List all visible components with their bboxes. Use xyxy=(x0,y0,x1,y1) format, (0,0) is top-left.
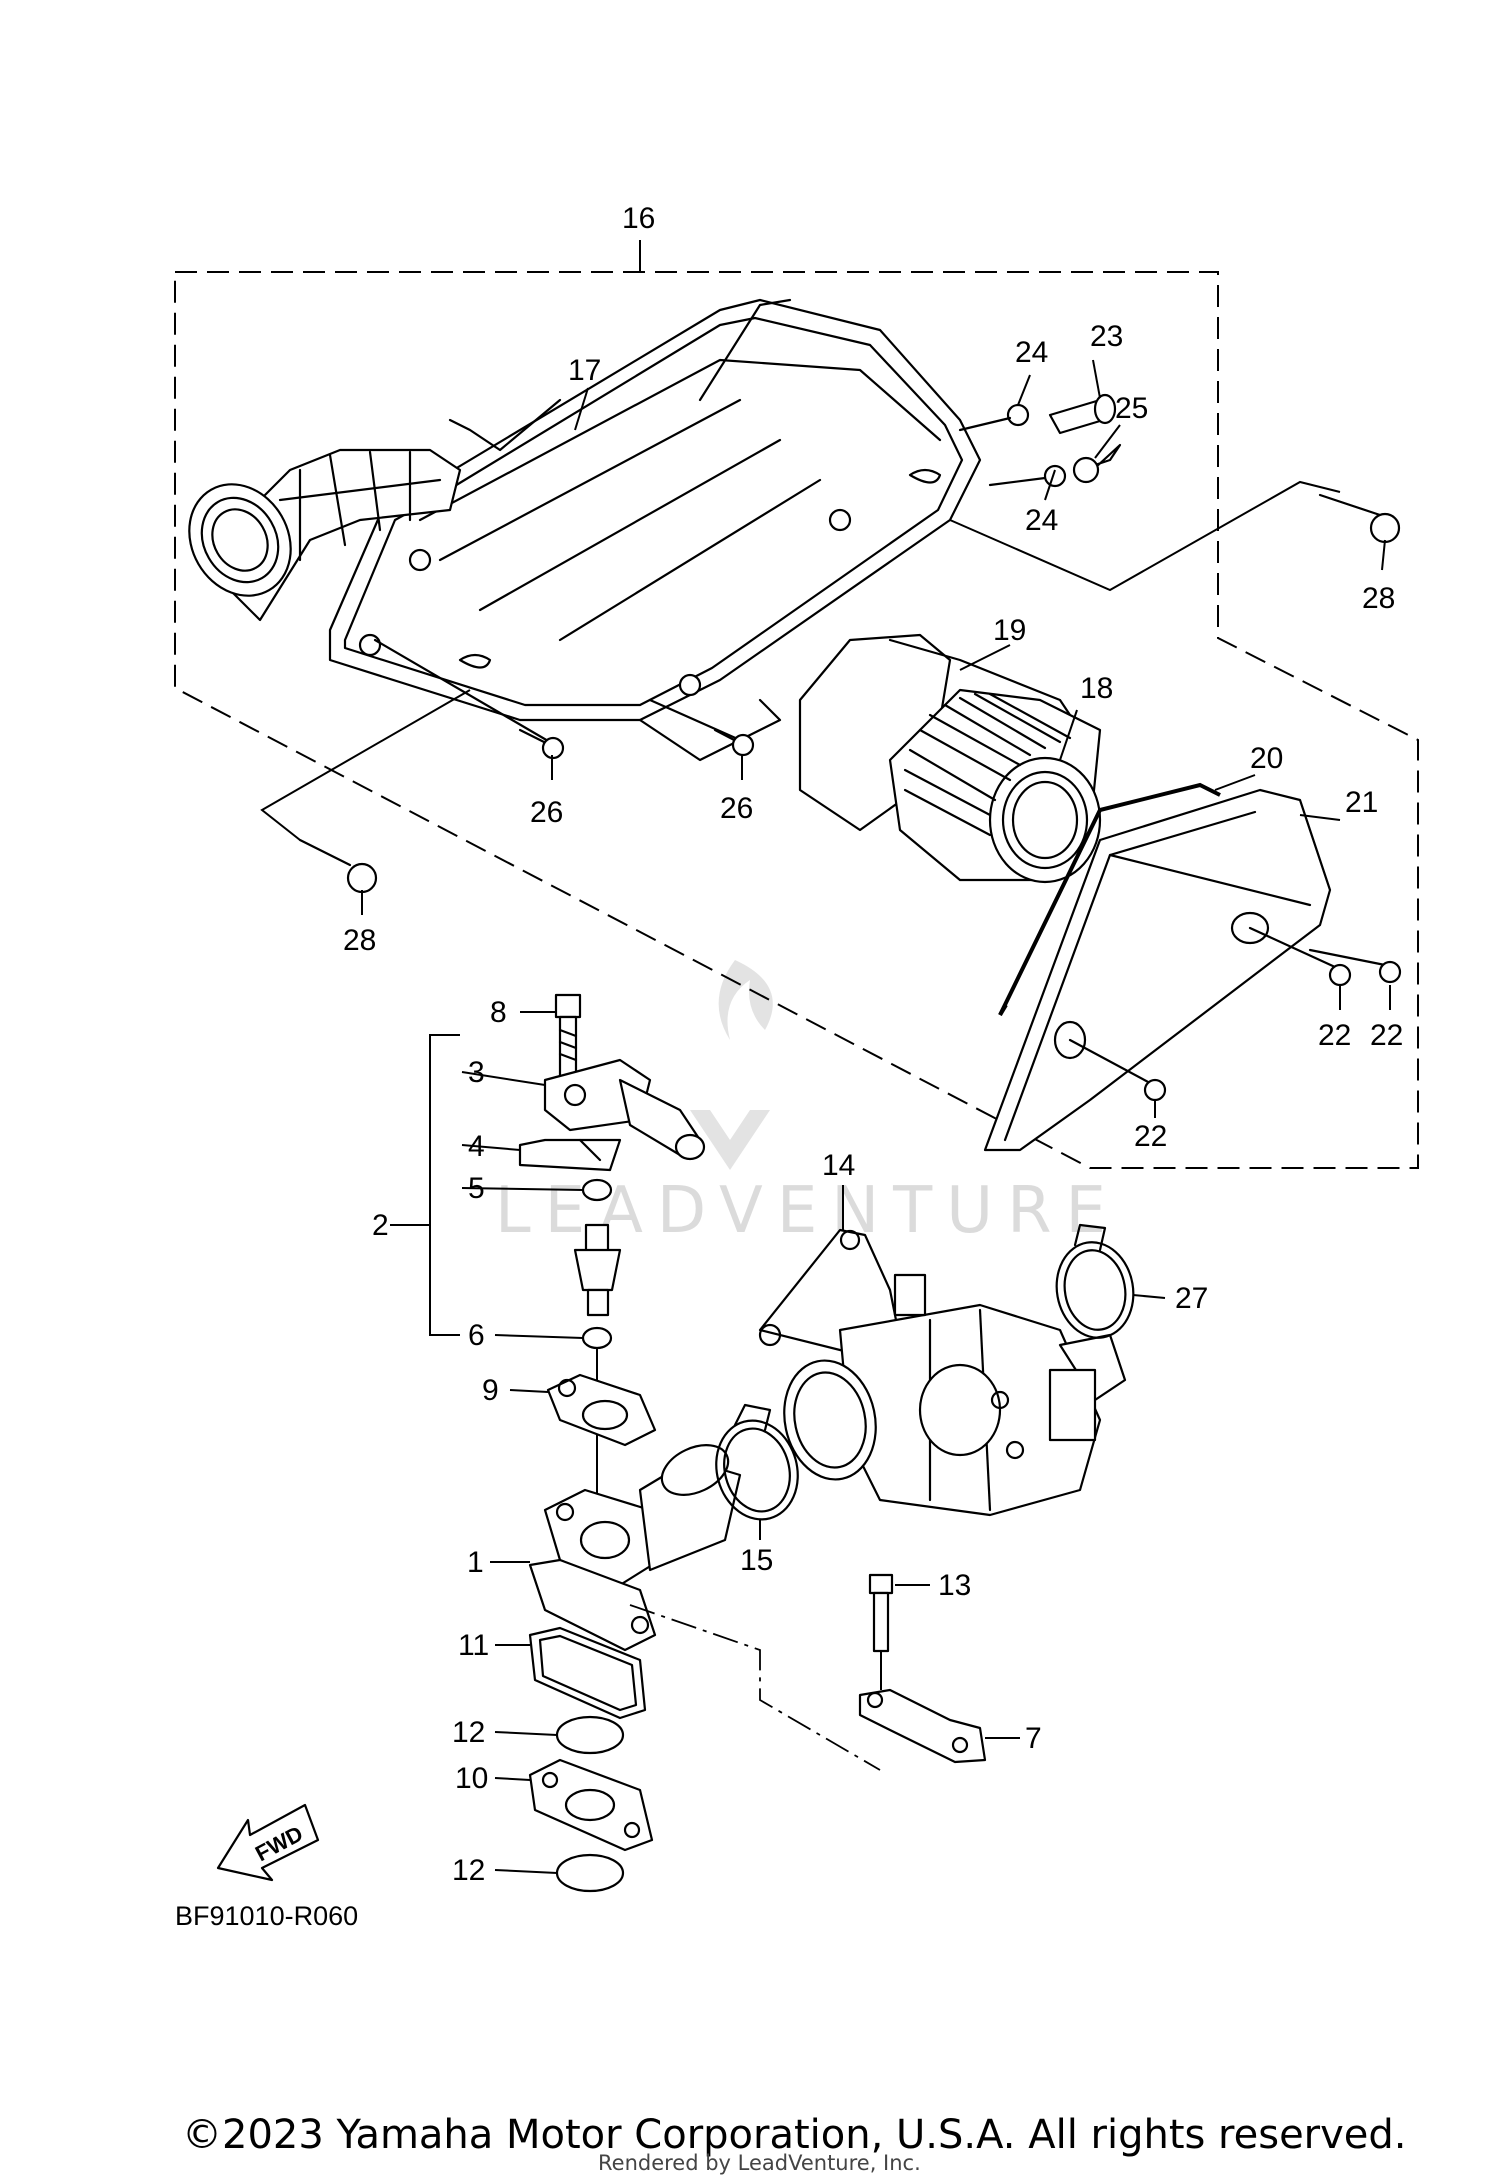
fuel-injector xyxy=(573,1178,622,1520)
callout-13: 13 xyxy=(938,1569,971,1602)
callout-4: 4 xyxy=(468,1130,485,1163)
callout-2: 2 xyxy=(372,1209,389,1242)
copyright-text: ©2023 Yamaha Motor Corporation, U.S.A. A… xyxy=(182,2112,1407,2158)
injector-holder xyxy=(518,1058,706,1172)
screws-22 xyxy=(1068,926,1402,1102)
air-box-cover xyxy=(983,782,1332,1152)
callout-12-upper: 12 xyxy=(452,1716,485,1749)
callout-26-left: 26 xyxy=(530,796,563,829)
joint-10 xyxy=(528,1758,654,1852)
intake-manifold xyxy=(528,1444,742,1652)
clamp-15 xyxy=(715,1403,799,1521)
callout-labels: 16 17 24 23 25 24 28 19 18 26 26 20 21 2… xyxy=(343,202,1403,1887)
callout-1: 1 xyxy=(467,1546,484,1579)
intake-duct xyxy=(188,448,462,622)
fwd-arrow-icon: FWD xyxy=(216,1803,320,1882)
callout-28-left: 28 xyxy=(343,924,376,957)
bolt-8 xyxy=(554,993,582,1079)
assembly-16-boundary xyxy=(174,271,1419,1169)
air-cleaner-case xyxy=(328,298,982,762)
callout-11: 11 xyxy=(458,1629,489,1662)
callout-3: 3 xyxy=(468,1056,485,1089)
bracket-7 xyxy=(858,1688,987,1764)
o-ring-12-lower xyxy=(555,1853,625,1893)
callout-24-lower: 24 xyxy=(1025,504,1058,537)
callout-22-c: 22 xyxy=(1134,1120,1167,1153)
leader-lines xyxy=(361,359,1391,1874)
bolt-13 xyxy=(868,1573,894,1653)
air-filter-element xyxy=(798,633,1102,884)
callout-20: 20 xyxy=(1250,742,1283,775)
joint-9 xyxy=(546,1373,657,1447)
rendered-by-text: Rendered by LeadVenture, Inc. xyxy=(598,2151,921,2175)
callout-25: 25 xyxy=(1115,392,1148,425)
callout-6: 6 xyxy=(468,1319,485,1352)
callout-26-right: 26 xyxy=(720,792,753,825)
callout-22-b: 22 xyxy=(1370,1019,1403,1052)
callout-9: 9 xyxy=(482,1374,499,1407)
drain-hose xyxy=(958,393,1122,488)
callout-10: 10 xyxy=(455,1762,488,1795)
callout-15: 15 xyxy=(740,1544,773,1577)
callout-24-upper: 24 xyxy=(1015,336,1048,369)
o-ring-12-upper xyxy=(555,1715,625,1755)
callout-17: 17 xyxy=(568,354,601,387)
callout-7: 7 xyxy=(1025,1722,1042,1755)
diagram-code: BF91010-R060 xyxy=(175,1901,358,1931)
callout-12-lower: 12 xyxy=(452,1854,485,1887)
leadventure-watermark: LEADVENTURE xyxy=(495,960,1106,1248)
callout-8: 8 xyxy=(490,996,507,1029)
callout-27: 27 xyxy=(1175,1282,1208,1315)
callout-14: 14 xyxy=(822,1149,855,1182)
callout-22-a: 22 xyxy=(1318,1019,1351,1052)
insulator-11 xyxy=(528,1626,647,1720)
callout-19: 19 xyxy=(993,614,1026,647)
callout-28-right: 28 xyxy=(1362,582,1395,615)
callout-18: 18 xyxy=(1080,672,1113,705)
callout-23: 23 xyxy=(1090,320,1123,353)
throttle-body xyxy=(758,1228,1127,1517)
callout-16: 16 xyxy=(622,202,655,235)
callout-21: 21 xyxy=(1345,786,1378,819)
callout-5: 5 xyxy=(468,1172,485,1205)
clamp-27 xyxy=(1055,1223,1135,1339)
